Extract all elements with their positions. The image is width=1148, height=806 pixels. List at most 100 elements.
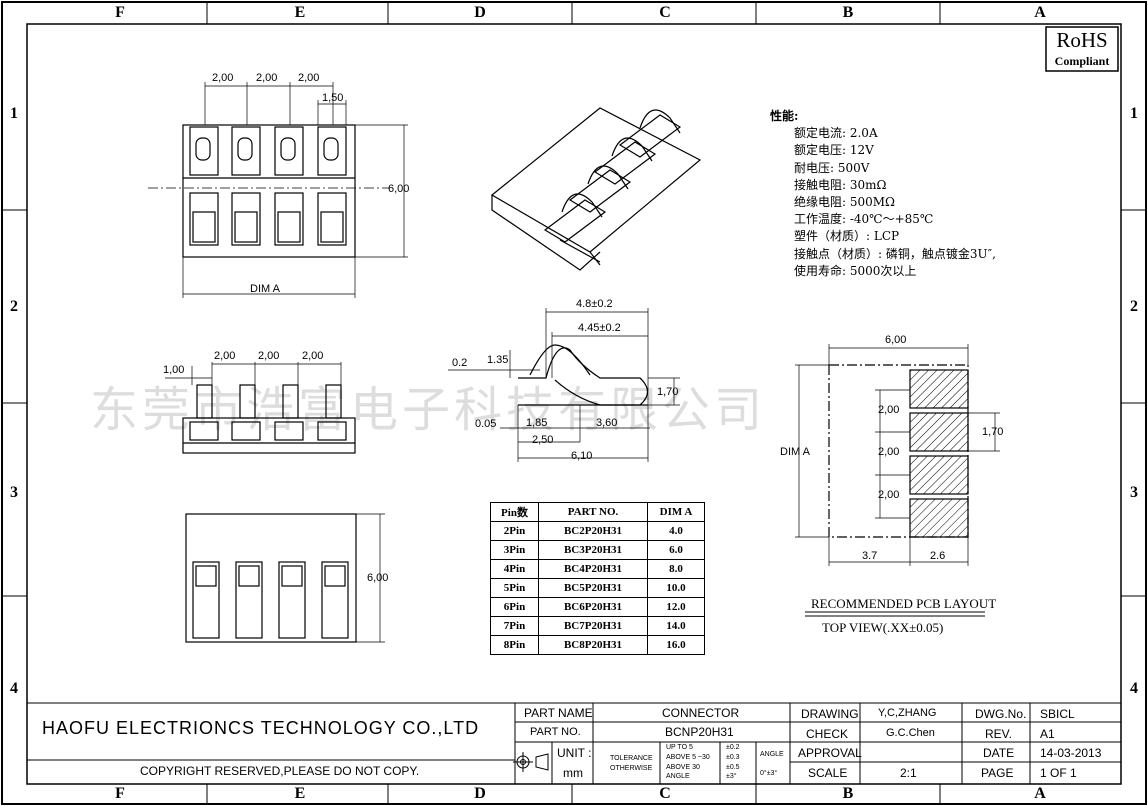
dim-contact-185: 1,85 bbox=[526, 417, 548, 429]
zone-col-a-bottom: A bbox=[1034, 785, 1046, 802]
dwg-no-value: SBICL bbox=[1040, 707, 1075, 721]
spec-title: 性能: bbox=[770, 109, 799, 123]
dim-pcb-dim-a: DIM A bbox=[780, 446, 810, 458]
date-value: 14-03-2013 bbox=[1040, 746, 1102, 760]
date-label: DATE bbox=[983, 746, 1015, 760]
table-cell: 6Pin bbox=[490, 597, 539, 617]
spec-list: 性能: 额定电流: 2.0A 额定电压: 12V 耐电压: 500V 接触电阻:… bbox=[770, 108, 996, 280]
dim-contact-250: 2,50 bbox=[532, 434, 554, 446]
table-header: Pin数 bbox=[490, 502, 539, 522]
dim-top-dim-a: DIM A bbox=[250, 283, 280, 295]
dim-side-pitch-2: 2,00 bbox=[258, 350, 280, 362]
drawing-label: DRAWING bbox=[801, 707, 859, 721]
table-cell: 8Pin bbox=[490, 635, 539, 655]
dim-contact-610: 6,10 bbox=[571, 450, 593, 462]
dim-contact-48: 4.8±0.2 bbox=[576, 298, 613, 310]
page-value: 1 OF 1 bbox=[1040, 766, 1077, 780]
tolerance-value-1: ±0.2 bbox=[726, 744, 740, 751]
contact-profile-drawing bbox=[448, 308, 680, 462]
dim-contact-02: 0.2 bbox=[452, 357, 468, 369]
dim-side-pitch-1: 2,00 bbox=[214, 350, 236, 362]
dim-pcb-width: 6,00 bbox=[885, 334, 907, 346]
zone-col-d-bottom: D bbox=[474, 785, 486, 802]
watermark: 东莞市浩富电子科技有限公司 bbox=[90, 382, 767, 438]
spec-item: 额定电流: 2.0A bbox=[794, 126, 878, 141]
tolerance-label-2: OTHERWISE bbox=[610, 765, 653, 772]
angle-value: 0°±3° bbox=[760, 770, 778, 777]
top-view-drawing bbox=[148, 82, 408, 298]
dim-pcb-26: 2.6 bbox=[930, 550, 946, 562]
rohs-box bbox=[1045, 26, 1119, 72]
dim-bottom-height: 6,00 bbox=[367, 572, 389, 584]
spec-item: 塑件（材质）: LCP bbox=[794, 229, 900, 244]
spec-item: 接触点（材质）: 磷铜，触点镀金3U″, bbox=[794, 246, 996, 261]
table-header: DIM A bbox=[647, 502, 705, 522]
zone-row-1-left: 1 bbox=[10, 105, 18, 122]
zone-col-b-top: B bbox=[842, 4, 854, 21]
tolerance-value-2: ±0.3 bbox=[726, 754, 740, 761]
dim-top-height: 6,00 bbox=[388, 183, 410, 195]
spec-item: 额定电压: 12V bbox=[794, 143, 874, 158]
tolerance-range-3: ABOVE 30 bbox=[666, 764, 700, 771]
zone-row-2-right: 2 bbox=[1130, 298, 1138, 315]
dim-contact-135: 1.35 bbox=[487, 354, 509, 366]
table-header: PART NO. bbox=[538, 502, 648, 522]
company-name: HAOFU ELECTRIONCS TECHNOLOGY CO.,LTD bbox=[42, 718, 480, 738]
part-no-label: PART NO. bbox=[530, 726, 581, 738]
part-no-value: BCNP20H31 bbox=[665, 725, 734, 739]
dim-top-width: 1,50 bbox=[322, 92, 344, 104]
copyright-notice: COPYRIGHT RESERVED,PLEASE DO NOT COPY. bbox=[140, 764, 420, 778]
table-cell: BC5P20H31 bbox=[538, 578, 648, 598]
part-name-value: CONNECTOR bbox=[662, 706, 740, 720]
table-cell: BC3P20H31 bbox=[538, 540, 648, 560]
pcb-pad bbox=[909, 412, 969, 452]
drawing-value: Y,C,ZHANG bbox=[878, 707, 937, 719]
dim-top-pitch-1: 2,00 bbox=[212, 72, 234, 84]
tolerance-range-2: ABOVE 5 ~30 bbox=[666, 754, 710, 761]
approval-label: APPROVAL bbox=[798, 746, 862, 760]
zone-row-2-left: 2 bbox=[10, 298, 18, 315]
zone-col-c-bottom: C bbox=[659, 785, 671, 802]
part-name-label: PART NAME bbox=[524, 706, 593, 720]
dim-pcb-pitch-2: 2,00 bbox=[878, 446, 900, 458]
zone-row-4-left: 4 bbox=[10, 680, 18, 697]
dim-contact-360: 3,60 bbox=[596, 417, 618, 429]
table-cell: 16.0 bbox=[647, 635, 705, 655]
check-label: CHECK bbox=[806, 727, 849, 741]
table-cell: 3Pin bbox=[490, 540, 539, 560]
zone-col-d-top: D bbox=[474, 4, 486, 21]
page-label: PAGE bbox=[981, 766, 1014, 780]
zone-col-b-bottom: B bbox=[842, 785, 854, 802]
pcb-pad bbox=[909, 369, 969, 409]
scale-label: SCALE bbox=[808, 766, 848, 780]
dim-contact-170: 1,70 bbox=[657, 386, 679, 398]
tolerance-value-3: ±0.5 bbox=[726, 764, 740, 771]
spec-item: 使用寿命: 5000次以上 bbox=[794, 263, 917, 278]
zone-col-f-bottom: F bbox=[115, 785, 125, 802]
zone-row-3-right: 3 bbox=[1130, 484, 1138, 501]
spec-item: 接触电阻: 30mΩ bbox=[794, 177, 887, 192]
table-cell: 4Pin bbox=[490, 559, 539, 579]
dim-pcb-pitch-1: 2,00 bbox=[878, 404, 900, 416]
tolerance-range-4: ANGLE bbox=[666, 773, 690, 780]
dim-pcb-37: 3.7 bbox=[862, 550, 878, 562]
table-cell: 6.0 bbox=[647, 540, 705, 560]
dim-top-pitch-2: 2,00 bbox=[256, 72, 278, 84]
check-value: G.C.Chen bbox=[886, 727, 935, 739]
tolerance-value-4: ±3° bbox=[726, 773, 737, 780]
dim-top-pitch-3: 2,00 bbox=[298, 72, 320, 84]
zone-col-e-top: E bbox=[294, 4, 306, 21]
side-view-drawing bbox=[165, 362, 356, 454]
spec-item: 绝缘电阻: 500MΩ bbox=[794, 195, 895, 210]
isometric-view-drawing bbox=[490, 107, 702, 271]
tolerance-range-1: UP TO 5 bbox=[666, 744, 693, 751]
unit-label: UNIT : bbox=[557, 746, 592, 760]
zone-row-3-left: 3 bbox=[10, 484, 18, 501]
angle-label: ANGLE bbox=[760, 751, 784, 758]
